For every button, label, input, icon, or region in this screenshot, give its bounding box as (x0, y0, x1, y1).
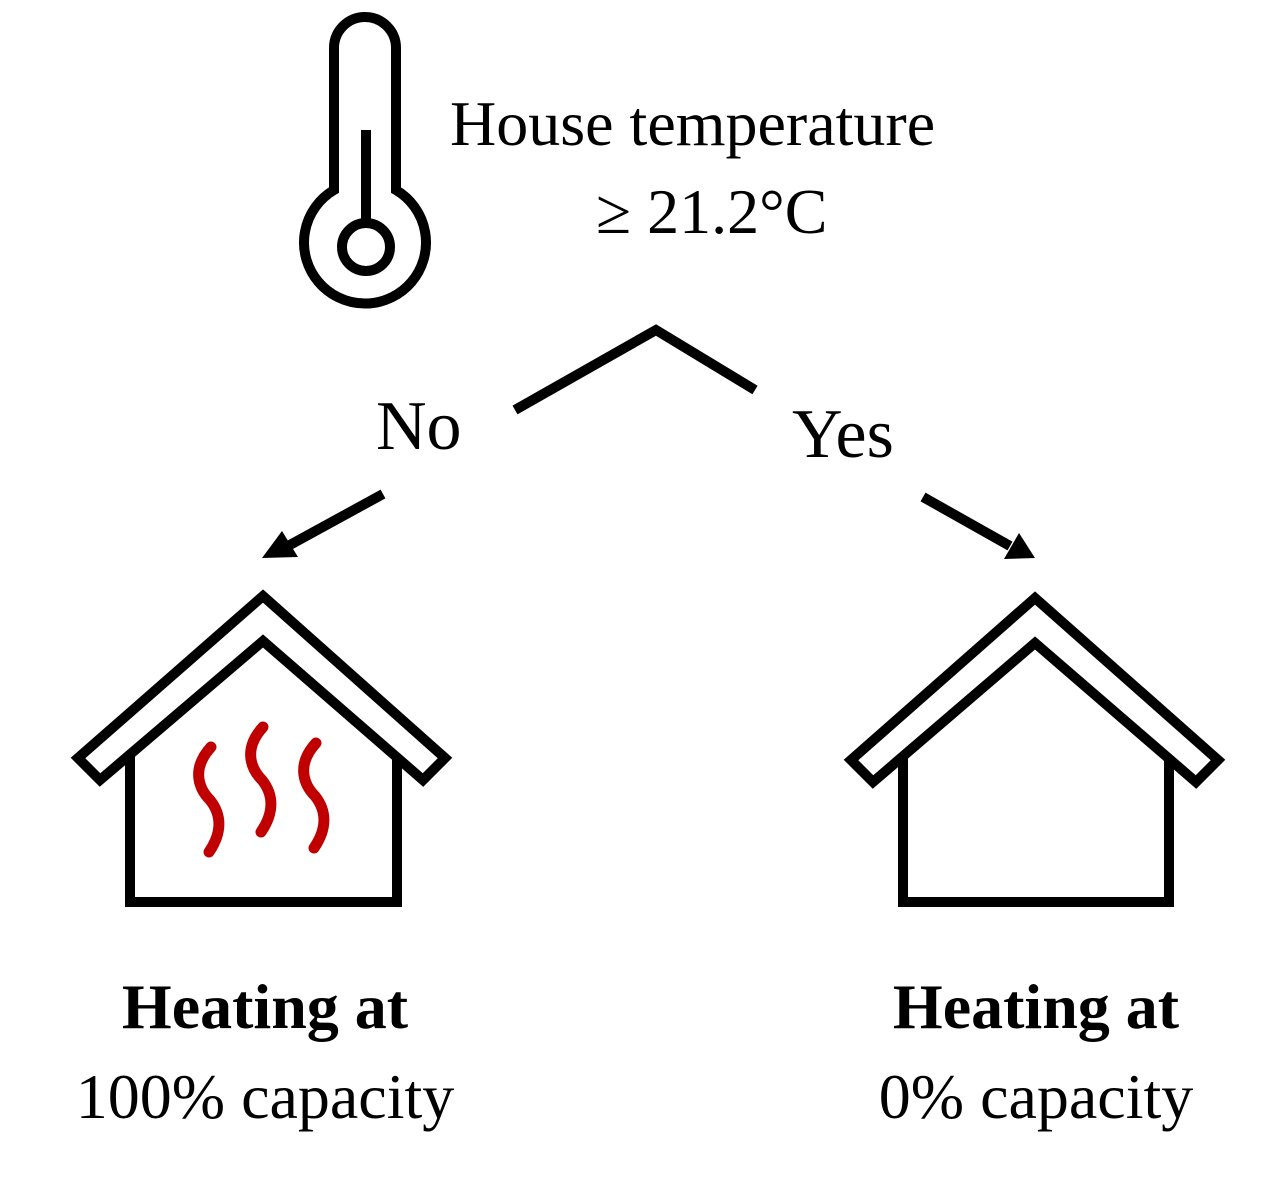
outcome-left: Heating at 100% capacity (5, 975, 525, 1129)
arrow-yes (920, 492, 1035, 559)
thermometer-icon (299, 12, 431, 309)
outcome-right: Heating at 0% capacity (776, 975, 1287, 1129)
outcome-left-heading: Heating at (121, 971, 409, 1042)
decision-branches (512, 324, 758, 415)
condition-label: House temperature (450, 88, 936, 159)
outcome-right-heading: Heating at (892, 971, 1180, 1042)
heat-waves-icon (193, 721, 330, 858)
house-heating-icon (70, 589, 453, 907)
arrow-no (262, 489, 386, 558)
branch-label-no: No (376, 388, 462, 465)
house-icon (843, 591, 1226, 907)
outcome-right-detail: 0% capacity (878, 1061, 1194, 1132)
outcome-left-detail: 100% capacity (75, 1061, 455, 1132)
condition-threshold: ≥ 21.2°C (596, 176, 828, 247)
branch-upper-lines (512, 324, 758, 415)
branch-label-yes: Yes (792, 396, 894, 473)
